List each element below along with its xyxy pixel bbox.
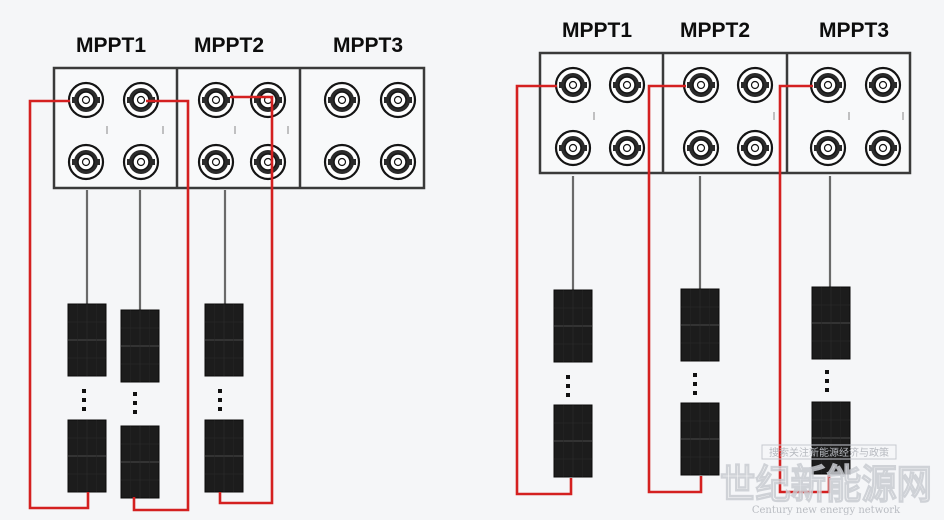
pv-connector-icon (249, 81, 287, 119)
solar-panel-icon (204, 419, 244, 493)
parallel-wire (132, 99, 190, 512)
ellipsis-dots-icon (82, 389, 86, 411)
solar-panel-icon (120, 425, 160, 499)
solar-panel-icon (553, 404, 593, 478)
solar-panel-icon (204, 303, 244, 377)
pv-connector-icon (682, 66, 720, 104)
ellipsis-dots-icon (218, 389, 222, 411)
pv-connector-icon (197, 143, 235, 181)
parallel-wire (28, 99, 90, 510)
left-mppt3-label: MPPT3 (333, 34, 403, 57)
string-wire (218, 95, 274, 505)
pv-connector-icon (67, 81, 105, 119)
pv-connector-icon (736, 129, 774, 167)
right-mppt2-label: MPPT2 (680, 19, 750, 42)
ellipsis-dots-icon (825, 370, 829, 392)
right-inverter: MPPT1 MPPT2 MPPT3 (515, 19, 912, 496)
pv-connector-icon (323, 81, 361, 119)
pv-connector-icon (864, 66, 902, 104)
pv-connector-icon (197, 81, 235, 119)
pv-connector-icon (682, 129, 720, 167)
pv-connector-icon (379, 143, 417, 181)
left-mppt2-label: MPPT2 (194, 34, 264, 57)
string-wire (647, 84, 703, 494)
right-mppt1-label: MPPT1 (562, 19, 632, 42)
solar-panel-icon (811, 286, 851, 360)
right-mppt3-label: MPPT3 (819, 19, 889, 42)
string-wire (778, 84, 831, 494)
watermark-top-text: 搜索关注新能源经济与政策 (769, 446, 889, 459)
ellipsis-dots-icon (693, 373, 697, 395)
solar-panel-icon (120, 309, 160, 383)
pv-connector-icon (608, 66, 646, 104)
pv-connector-icon (809, 129, 847, 167)
solar-panel-icon (67, 303, 107, 377)
watermark: 搜索关注新能源经济与政策 世纪新能源网 Century new energy n… (719, 444, 933, 516)
pv-connector-icon (122, 143, 160, 181)
watermark-sub-text: Century new energy network (752, 505, 901, 516)
left-inverter-frame (52, 66, 426, 190)
ellipsis-dots-icon (133, 392, 137, 414)
right-inverter-frame (538, 51, 912, 175)
pv-connector-icon (809, 66, 847, 104)
ellipsis-dots-icon (566, 375, 570, 397)
watermark-top-box (761, 444, 897, 460)
solar-panel-icon (553, 289, 593, 363)
pv-connector-icon (379, 81, 417, 119)
pv-connector-icon (67, 143, 105, 181)
pv-connector-icon (736, 66, 774, 104)
left-inverter: MPPT1 MPPT2 MPPT3 (28, 34, 426, 512)
watermark-main-text: 世纪新能源网 (720, 461, 932, 508)
solar-panel-icon (680, 288, 720, 362)
solar-panel-icon (680, 402, 720, 476)
pv-connector-icon (554, 129, 592, 167)
solar-panel-icon (67, 419, 107, 493)
left-mppt1-label: MPPT1 (76, 34, 146, 57)
pv-connector-icon (608, 129, 646, 167)
pv-connector-icon (323, 143, 361, 181)
pv-connector-icon (864, 129, 902, 167)
pv-connector-icon (249, 143, 287, 181)
pv-connector-icon (554, 66, 592, 104)
string-wire (515, 84, 573, 496)
